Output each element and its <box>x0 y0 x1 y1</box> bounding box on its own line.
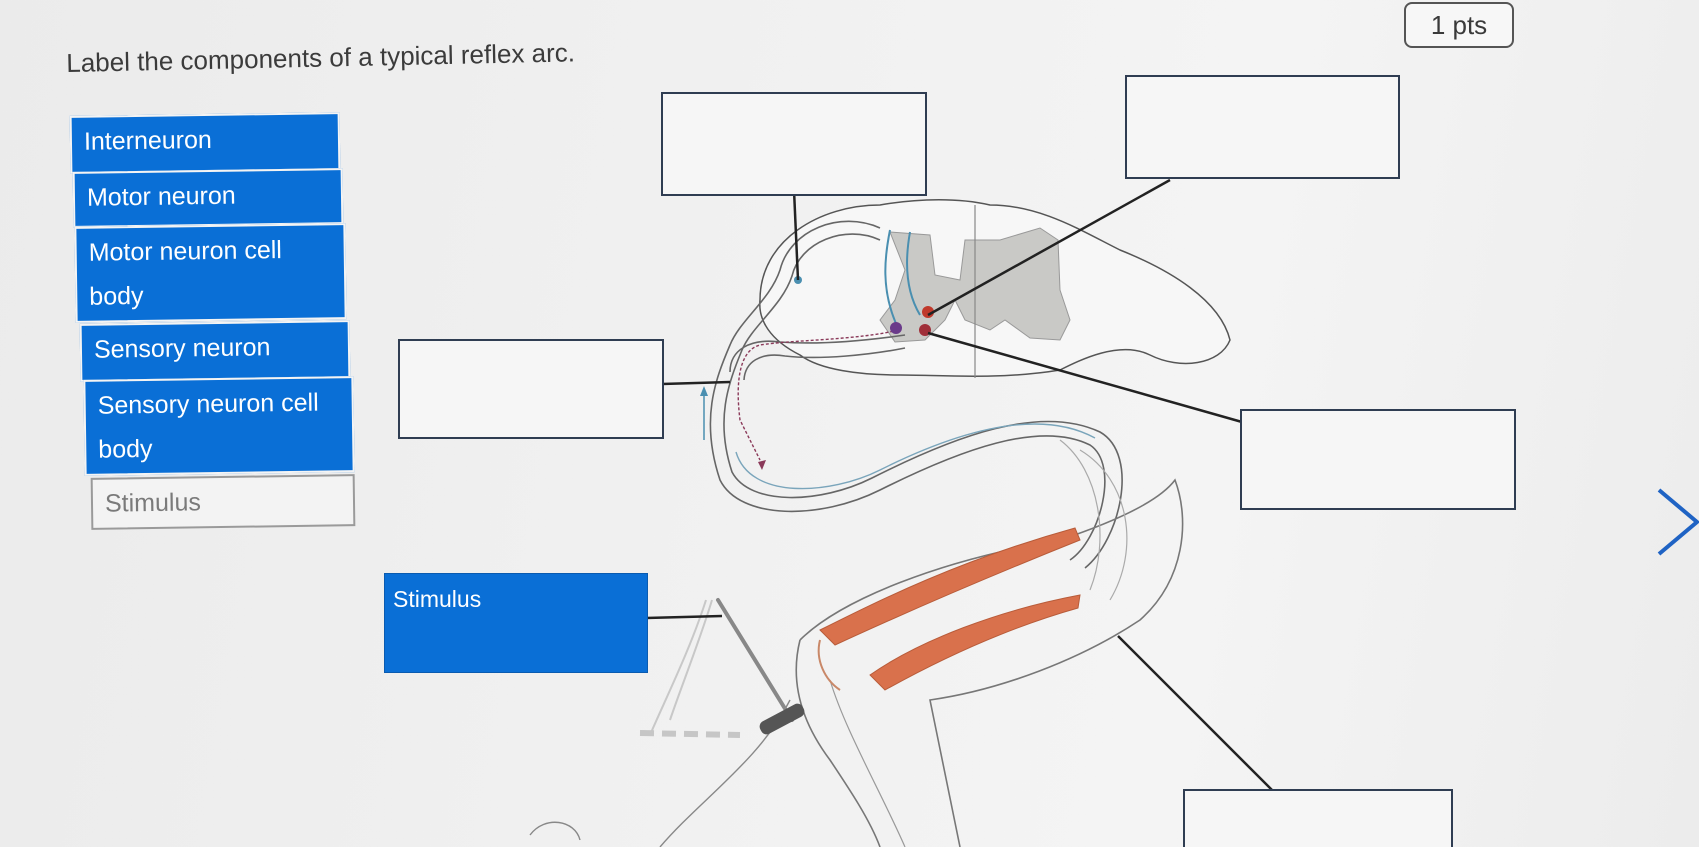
leader-middle-left <box>661 380 731 386</box>
leader-top-right <box>927 178 1171 317</box>
hammer-ghost-head <box>639 730 741 738</box>
drop-target-middle-right[interactable] <box>1240 409 1516 510</box>
shin-outline-back <box>795 639 881 847</box>
quadriceps-muscle <box>819 527 1081 646</box>
efferent-arrow-head <box>758 460 766 470</box>
chevron-right-icon[interactable] <box>1655 486 1699 558</box>
leader-bottom-right <box>1117 635 1273 791</box>
ventral-root-outer <box>729 334 906 373</box>
points-badge: 1 pts <box>1404 2 1514 48</box>
cell-body-red-top <box>922 306 934 318</box>
drop-target-stimulus-filled[interactable]: Stimulus <box>384 573 648 673</box>
drop-target-bottom-right[interactable] <box>1183 789 1453 847</box>
motor-fiber <box>737 329 899 461</box>
hamstring-muscle <box>869 594 1081 691</box>
leader-top-left <box>792 189 800 281</box>
leader-middle-right <box>927 331 1243 424</box>
interneuron-fiber <box>884 229 921 329</box>
thigh-outline <box>799 478 1184 847</box>
drop-target-middle-left[interactable] <box>398 339 664 439</box>
patella <box>817 639 841 691</box>
hip-bone <box>1059 439 1128 601</box>
sensory-fiber <box>735 423 1096 490</box>
sensory-nerve-inner <box>723 233 1123 569</box>
afferent-arrow-head <box>700 386 708 396</box>
hammer-head <box>759 703 805 735</box>
drop-target-top-left[interactable] <box>661 92 927 196</box>
sensory-nerve-outer <box>709 220 1106 561</box>
foot-outline <box>529 821 581 841</box>
leader-stimulus <box>645 614 723 620</box>
drop-target-top-right[interactable] <box>1125 75 1400 179</box>
cell-body-purple <box>890 322 902 334</box>
hammer-handle <box>716 598 794 722</box>
shin-bone <box>829 679 906 847</box>
ventral-root-inner <box>743 347 906 381</box>
hammer-motion-ghost <box>649 599 713 736</box>
